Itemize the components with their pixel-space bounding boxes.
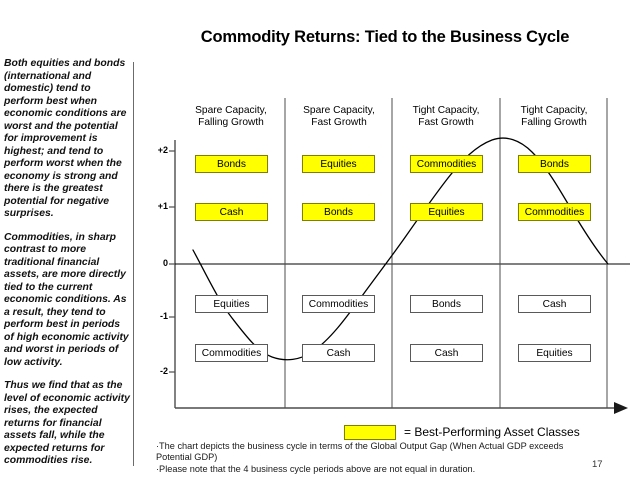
y-tick-label-neg1: -1 — [159, 311, 168, 321]
page-title: Commodity Returns: Tied to the Business … — [200, 28, 570, 46]
legend-swatch-best-performing — [344, 425, 396, 440]
column-header-2-line2: Fast Growth — [311, 116, 367, 128]
asset-box-c1-r1: Bonds — [195, 155, 268, 173]
asset-box-c4-r1: Bonds — [518, 155, 591, 173]
x-axis-arrow-icon — [614, 402, 628, 414]
column-header-4-line1: Tight Capacity, — [520, 105, 588, 116]
commentary-paragraph-2: Commodities, in sharp contrast to more t… — [4, 231, 129, 368]
column-header-4-line2: Falling Growth — [521, 116, 587, 128]
asset-box-c2-r1: Equities — [302, 155, 375, 173]
asset-box-c4-r3: Cash — [518, 295, 591, 313]
y-tick-label-2: +2 — [157, 145, 168, 155]
column-header-3-line1: Tight Capacity, — [412, 105, 480, 116]
commentary-panel: Both equities and bonds (international a… — [4, 58, 130, 468]
column-header-2-line1: Spare Capacity, — [303, 105, 375, 116]
asset-box-c2-r4: Cash — [302, 344, 375, 362]
footnote-1: ·The chart depicts the business cycle in… — [156, 441, 564, 463]
asset-box-c1-r3: Equities — [195, 295, 268, 313]
footnotes: ·The chart depicts the business cycle in… — [156, 441, 566, 475]
asset-box-c3-r4: Cash — [410, 344, 483, 362]
vertical-divider — [133, 62, 134, 466]
asset-box-c3-r3: Bonds — [410, 295, 483, 313]
y-tick-label-1: +1 — [157, 201, 168, 211]
column-header-4: Tight Capacity, Falling Growth — [501, 105, 607, 128]
asset-box-c2-r3: Commodities — [302, 295, 375, 313]
page-number: 17 — [592, 459, 603, 470]
asset-box-c2-r2: Bonds — [302, 203, 375, 221]
business-cycle-curve — [192, 137, 609, 361]
y-tick-label-0: 0 — [162, 258, 168, 268]
column-header-1: Spare Capacity, Falling Growth — [178, 105, 284, 128]
legend-label: = Best-Performing Asset Classes — [404, 425, 580, 439]
commentary-paragraph-1: Both equities and bonds (international a… — [4, 58, 127, 219]
asset-box-c4-r4: Equities — [518, 344, 591, 362]
asset-box-c4-r2: Commodities — [518, 203, 591, 221]
y-tick-label-neg2: -2 — [159, 366, 168, 376]
footnote-2: ·Please note that the 4 business cycle p… — [156, 463, 476, 474]
column-header-3: Tight Capacity, Fast Growth — [393, 105, 499, 128]
column-header-3-line2: Fast Growth — [418, 116, 474, 128]
commentary-paragraph-3: Thus we find that as the level of econom… — [4, 380, 130, 466]
asset-box-c1-r2: Cash — [195, 203, 268, 221]
column-header-2: Spare Capacity, Fast Growth — [286, 105, 392, 128]
asset-box-c1-r4: Commodities — [195, 344, 268, 362]
column-header-1-line1: Spare Capacity, — [195, 105, 267, 116]
asset-box-c3-r2: Equities — [410, 203, 483, 221]
column-header-1-line2: Falling Growth — [198, 116, 264, 128]
asset-box-c3-r1: Commodities — [410, 155, 483, 173]
